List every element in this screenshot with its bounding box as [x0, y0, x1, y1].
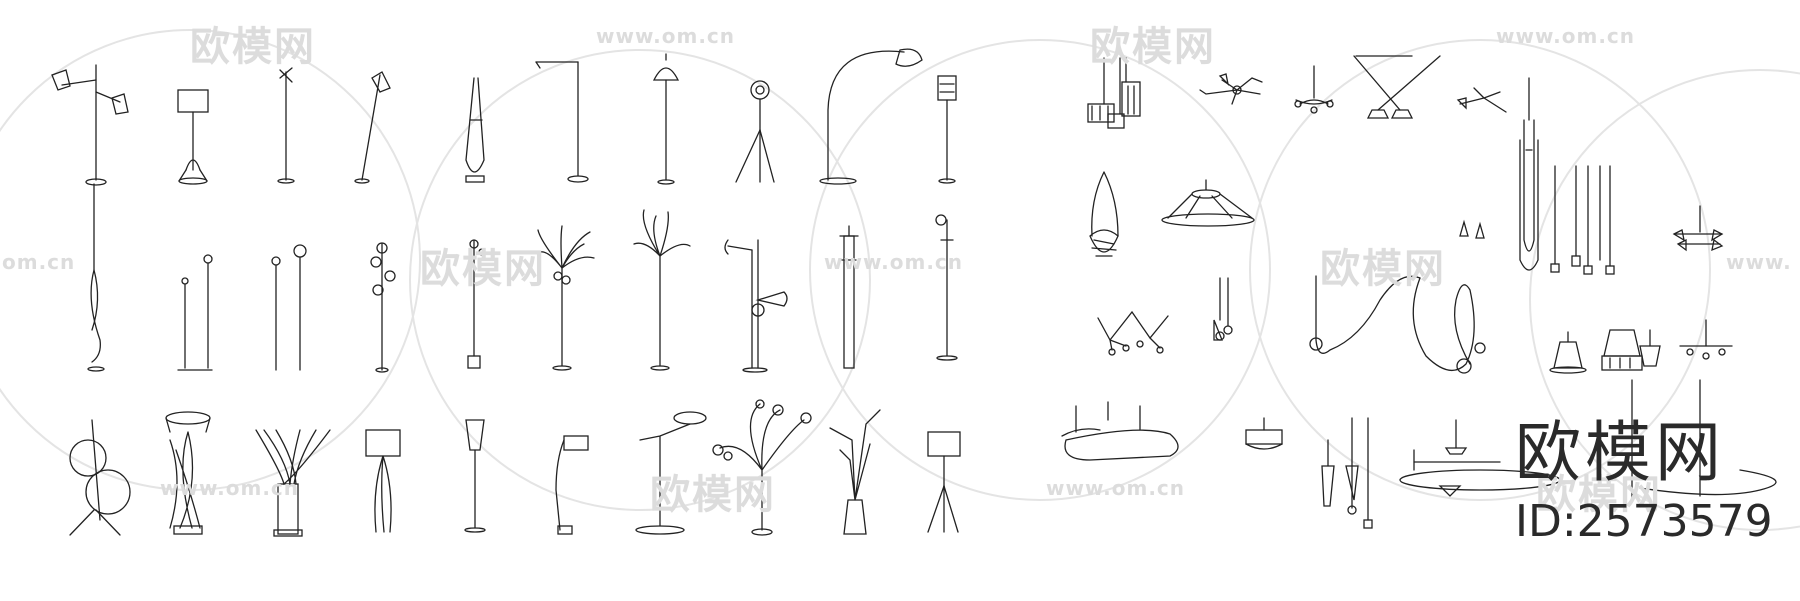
floor-lamp-globe-pair — [177, 254, 213, 371]
watermark-url-1: www.om.cn — [596, 24, 736, 48]
watermark-brand-5: 欧模网 — [650, 472, 776, 518]
floor-lamp-stand-box — [467, 239, 486, 369]
pendant-crystal-drum — [1601, 329, 1643, 371]
pendant-multi-drop — [1550, 165, 1615, 275]
pendant-swag-loops — [1309, 275, 1486, 374]
watermark-arcs — [0, 29, 1800, 531]
floor-lamp-swing-arm — [635, 411, 707, 535]
pendant-spider-small — [1456, 87, 1507, 113]
floor-lamp-cone — [465, 77, 485, 183]
floor-lamp-cylinder — [937, 75, 957, 184]
floor-lamp-branch — [633, 209, 691, 371]
watermark-brand-4: 欧模网 — [1320, 246, 1446, 292]
floor-lamp-tall-column — [839, 225, 859, 369]
pendant-long-drops — [1321, 417, 1373, 529]
floor-lamp-tripod-shade — [927, 431, 961, 533]
floor-lamp-horn — [724, 239, 788, 373]
pendant-disc-ring — [1399, 379, 1777, 501]
pendant-fan-shade — [1245, 417, 1283, 450]
watermark-url-2: www.om.cn — [1496, 24, 1636, 48]
floor-lamp-twig-vase — [829, 409, 881, 535]
pendant-oval-linear — [1061, 401, 1179, 461]
pendant-drum-cluster — [1087, 57, 1141, 129]
floor-lamp-reading — [535, 61, 589, 183]
watermark-url-5: www.om.cn — [1046, 476, 1186, 500]
pendant-tube-drop — [1213, 277, 1233, 341]
floor-lamp-arc — [819, 48, 923, 185]
floor-lamp-slim-1 — [277, 67, 295, 184]
floor-lamp-twisted — [87, 183, 105, 372]
floor-lamp-tripod-arm — [51, 64, 129, 186]
watermark-url-fragment-right: www. — [1726, 250, 1792, 274]
pendant-cross-wire — [1353, 55, 1441, 119]
floor-lamp-hoop — [69, 419, 131, 536]
floor-lamp-shade-roots — [365, 429, 401, 533]
floor-lamp-bubble-stack — [370, 242, 396, 373]
pendant-small-cone — [1549, 331, 1587, 374]
pendant-ring-chandelier — [1161, 179, 1255, 227]
floor-lamp-branch-basket — [255, 429, 331, 537]
floor-lamp-globe-top — [935, 214, 958, 361]
floor-lamp-hook — [555, 435, 589, 535]
pendant-tall-loop — [1519, 77, 1539, 271]
pendant-linear-globe — [1679, 319, 1733, 360]
watermark-brand-6: 欧模网 — [1536, 472, 1662, 518]
watermark-brand-3: 欧模网 — [420, 246, 546, 292]
pendant-twin-drop — [1459, 219, 1485, 239]
floor-lamp-dome — [652, 53, 680, 185]
floor-lamp-globe-twin — [271, 244, 307, 371]
floor-lamp-drum-1 — [177, 89, 209, 185]
pendant-pinecone — [1089, 171, 1119, 257]
brand-logo-text: 欧模网 — [1515, 414, 1725, 491]
floor-lamp-slim-shade — [464, 419, 486, 533]
floor-lamp-multi-arc — [712, 399, 812, 536]
floor-lamp-driftwood — [165, 411, 211, 535]
floor-lamp-palm — [537, 225, 595, 371]
watermark-url-fragment-left: om.cn — [2, 250, 76, 274]
watermark-brand-2: 欧模网 — [1090, 24, 1216, 70]
pendant-spider-arms — [1199, 73, 1263, 105]
model-id-label: ID:2573579 — [1515, 496, 1773, 547]
pendant-crystal-small — [1639, 329, 1661, 367]
watermark-url-3: www.om.cn — [824, 250, 964, 274]
pendant-chandelier-small — [1294, 65, 1334, 114]
pendant-spider-cluster — [1097, 310, 1169, 356]
watermark-url-4: www.om.cn — [160, 476, 300, 500]
floor-lamp-angled — [354, 71, 391, 184]
floor-lamp-spot-tripod — [735, 80, 775, 183]
pendant-cone-chandelier — [1672, 205, 1724, 252]
watermark-brand-1: 欧模网 — [190, 24, 316, 70]
